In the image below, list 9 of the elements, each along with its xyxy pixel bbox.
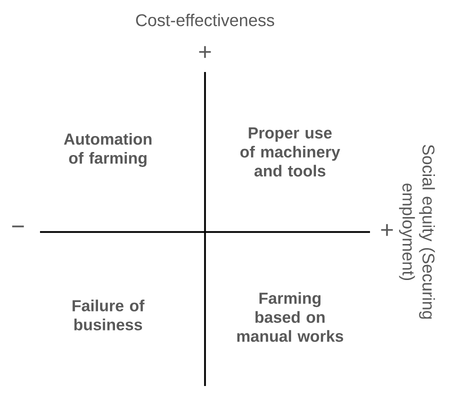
quadrant-label: Failure of business: [72, 300, 144, 330]
minus-sign: −: [12, 226, 24, 228]
quadrant-label: Farming based on manual works: [237, 292, 344, 342]
plus-sign: +: [199, 46, 211, 58]
axis-title: Cost-effectiveness: [136, 14, 274, 26]
axis-title: Social equity (Securing employment): [399, 144, 435, 319]
quadrant-label: Automation of farming: [64, 133, 152, 167]
quadrant-label: Proper use of machinery and tools: [240, 127, 340, 177]
plus-sign: +: [381, 224, 393, 236]
